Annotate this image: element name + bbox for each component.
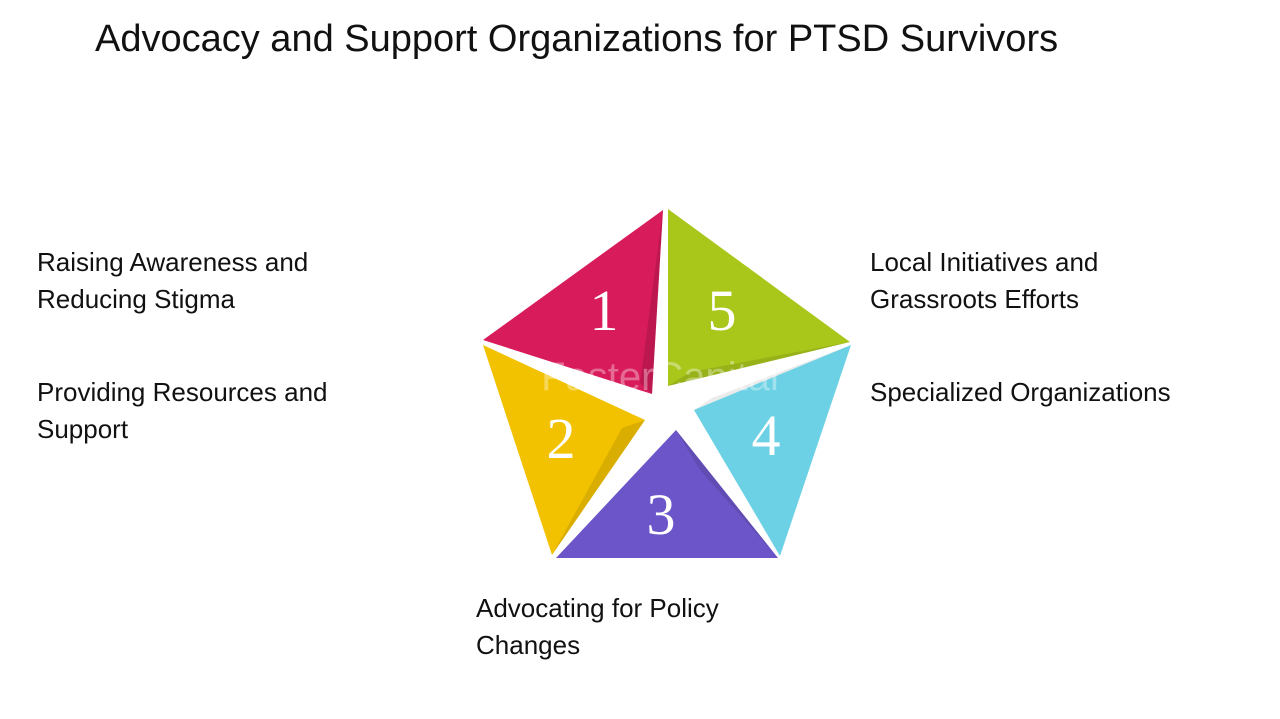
segment-3-label: Advocating for Policy Changes (476, 590, 856, 664)
segment-5-label: Local Initiatives and Grassroots Efforts (870, 244, 1250, 318)
segment-3-number: 3 (647, 482, 676, 547)
segment-1-shade (640, 210, 663, 394)
segment-4-shape (694, 345, 851, 556)
segment-3-label-line-1: Advocating for Policy (476, 593, 719, 623)
segment-2-label-line-1: Providing Resources and (37, 377, 328, 407)
segment-2-shape (483, 345, 645, 555)
segment-4-number: 4 (752, 403, 781, 468)
segment-3-label-line-2: Changes (476, 630, 581, 660)
segment-5-shape (668, 209, 850, 386)
segment-1-label-line-1: Raising Awareness and (37, 247, 309, 277)
segment-4-label: Specialized Organizations (870, 374, 1250, 411)
segment-1: 1 (483, 210, 663, 394)
segment-2-shade (552, 420, 645, 555)
segment-5-label-line-1: Local Initiatives and (870, 247, 1099, 277)
segment-1-number: 1 (590, 278, 619, 343)
segment-5-number: 5 (708, 278, 737, 343)
segment-2: 2 (483, 345, 645, 555)
segment-2-label-line-2: Support (37, 414, 129, 444)
segment-3-shade (676, 430, 778, 558)
segment-5: 5 (668, 209, 850, 386)
segment-4: 4 (694, 345, 851, 556)
segment-3: 3 (556, 430, 778, 558)
segment-4-shade (694, 345, 851, 410)
segment-2-number: 2 (547, 406, 576, 471)
segment-1-label: Raising Awareness and Reducing Stigma (37, 244, 417, 318)
segment-5-shade (668, 342, 850, 386)
segment-1-shape (483, 210, 663, 394)
segment-1-label-line-2: Reducing Stigma (37, 284, 235, 314)
segment-3-shape (556, 430, 778, 558)
segment-2-label: Providing Resources and Support (37, 374, 417, 448)
segment-5-label-line-2: Grassroots Efforts (870, 284, 1080, 314)
watermark-text: FasterCapital (541, 355, 779, 399)
segment-4-label-line-1: Specialized Organizations (870, 377, 1171, 407)
page-title: Advocacy and Support Organizations for P… (95, 18, 1059, 60)
